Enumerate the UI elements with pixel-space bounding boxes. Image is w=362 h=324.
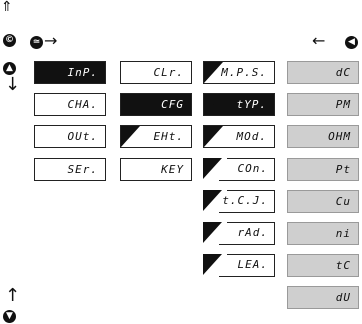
cell-label: M.P.S.: [221, 66, 267, 79]
cell-label: CHA.: [67, 98, 98, 111]
cell-label: CLr.: [153, 66, 184, 79]
col3-menu-cell[interactable]: M.P.S.: [203, 61, 275, 84]
corner-marker-icon: [203, 158, 222, 179]
col3-menu-cell[interactable]: MOd.: [203, 125, 275, 148]
col4-menu-cell[interactable]: ni: [287, 222, 359, 245]
col1-menu-cell[interactable]: CHA.: [34, 93, 106, 116]
cell-label: PM: [335, 98, 351, 111]
arrow-up-bottom-icon: ↑: [5, 285, 21, 306]
corner-marker-icon: [203, 254, 222, 275]
corner-marker-icon: [204, 62, 223, 83]
col2-menu-cell[interactable]: KEY: [120, 158, 192, 181]
cell-label: EHt.: [153, 130, 184, 143]
col1-menu-cell[interactable]: OUt.: [34, 125, 106, 148]
corner-marker-icon: [203, 222, 222, 243]
corner-marker-icon: [204, 126, 223, 147]
cell-label: InP.: [67, 66, 98, 79]
col4-menu-cell[interactable]: OHM: [287, 125, 359, 148]
cell-label: Cu: [335, 195, 351, 208]
cell-label: tC: [335, 259, 351, 272]
col4-menu-cell[interactable]: dC: [287, 61, 359, 84]
col4-menu-cell[interactable]: PM: [287, 93, 359, 116]
col3-menu-cell[interactable]: LEA.: [203, 254, 275, 277]
cell-label: dC: [335, 66, 351, 79]
col4-menu-cell[interactable]: Pt: [287, 158, 359, 181]
col2-menu-cell[interactable]: EHt.: [120, 125, 192, 148]
cell-label: OHM: [328, 130, 351, 143]
col3-menu-cell[interactable]: t.C.J.: [203, 190, 275, 213]
col2-menu-cell[interactable]: CLr.: [120, 61, 192, 84]
cell-bracket: [219, 158, 275, 181]
cell-label: KEY: [161, 163, 184, 176]
up-button-icon[interactable]: ▲: [3, 62, 16, 75]
enter-button-icon[interactable]: ≃: [30, 36, 43, 49]
col1-menu-cell[interactable]: SEr.: [34, 158, 106, 181]
arrow-down-icon: ↓: [5, 74, 21, 95]
left-button-icon[interactable]: ◀: [345, 36, 358, 49]
corner-marker-icon: [203, 190, 222, 211]
cell-bracket: [219, 222, 275, 245]
cell-label: SEr.: [67, 163, 98, 176]
col1-menu-cell[interactable]: InP.: [34, 61, 106, 84]
col4-menu-cell[interactable]: dU: [287, 286, 359, 309]
col4-menu-cell[interactable]: tC: [287, 254, 359, 277]
col3-menu-cell[interactable]: COn.: [203, 158, 275, 181]
cell-label: rAd.: [237, 226, 268, 239]
arrow-up-top-icon: ⇑: [1, 0, 13, 15]
col3-menu-cell[interactable]: rAd.: [203, 222, 275, 245]
cell-label: tYP.: [236, 98, 267, 111]
cell-label: LEA.: [237, 258, 268, 271]
cell-bracket: [219, 254, 275, 277]
reset-button-icon[interactable]: ©: [3, 34, 16, 47]
cell-label: ni: [335, 227, 351, 240]
cell-label: MOd.: [236, 130, 267, 143]
cell-label: dU: [335, 291, 351, 304]
col3-menu-cell[interactable]: tYP.: [203, 93, 275, 116]
corner-marker-icon: [121, 126, 140, 147]
cell-label: OUt.: [67, 130, 98, 143]
cell-bracket: [219, 190, 275, 213]
cell-label: COn.: [237, 162, 268, 175]
cell-label: CFG: [161, 98, 184, 111]
corner-marker-icon: [204, 94, 223, 115]
cell-label: t.C.J.: [222, 194, 268, 207]
arrow-left-icon: ←: [312, 31, 326, 50]
col2-menu-cell[interactable]: CFG: [120, 93, 192, 116]
col4-menu-cell[interactable]: Cu: [287, 190, 359, 213]
cell-label: Pt: [335, 163, 351, 176]
arrow-right-icon: →: [44, 31, 58, 50]
down-button-icon[interactable]: ▼: [3, 310, 16, 323]
